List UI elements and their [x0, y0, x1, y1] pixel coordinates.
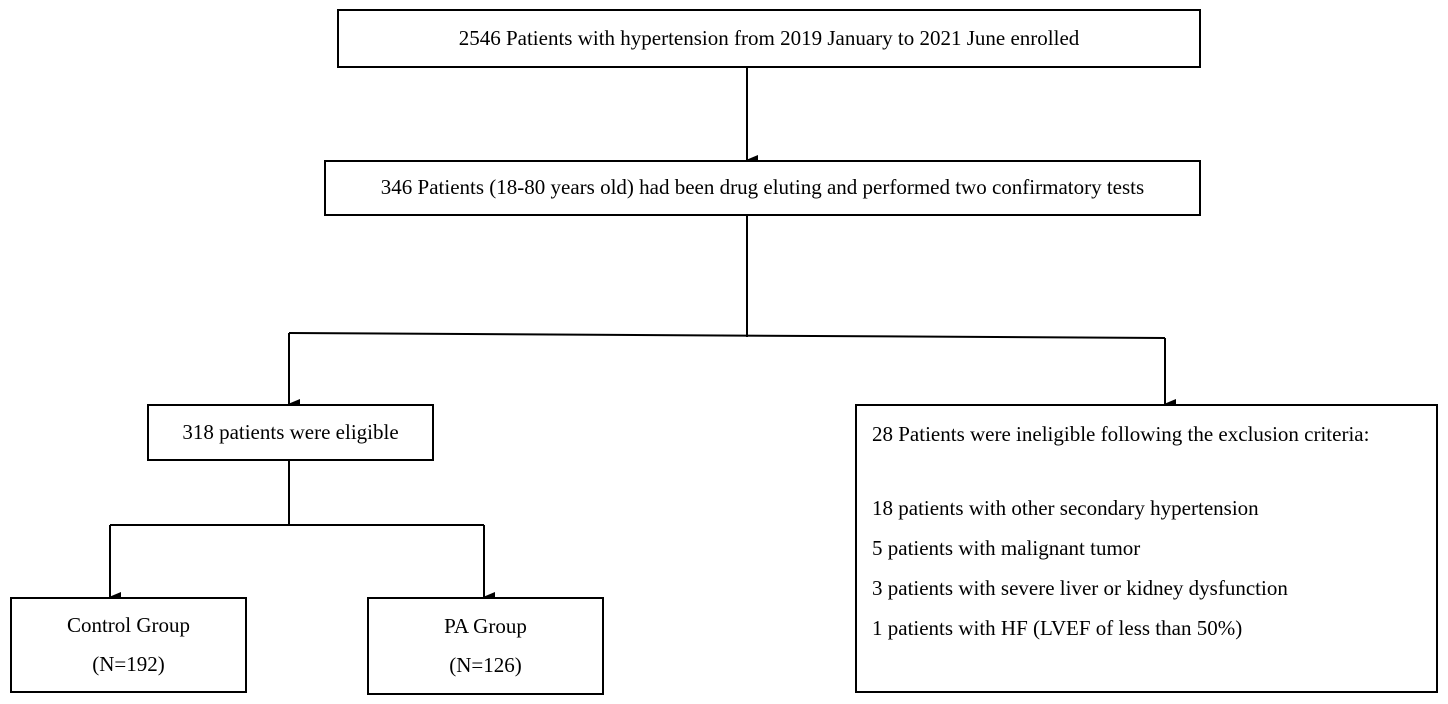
- connector-split-horizontal: [288, 332, 1166, 339]
- exclusion-item: 5 patients with malignant tumor: [872, 536, 1141, 560]
- ineligible-box: 28 Patients were ineligible following th…: [855, 404, 1438, 693]
- enrolled-box: 2546 Patients with hypertension from 201…: [337, 9, 1201, 68]
- control-group-box: Control Group (N=192): [10, 597, 247, 693]
- eligible-box: 318 patients were eligible: [147, 404, 434, 461]
- enrolled-text: 2546 Patients with hypertension from 201…: [458, 25, 1080, 50]
- tested-box: 346 Patients (18-80 years old) had been …: [324, 160, 1201, 216]
- exclusion-item: 18 patients with other secondary hyperte…: [872, 496, 1259, 520]
- exclusion-item: 3 patients with severe liver or kidney d…: [872, 576, 1288, 600]
- control-group-title: Control Group: [66, 612, 191, 637]
- exclusion-item: 1 patients with HF (LVEF of less than 50…: [872, 616, 1243, 640]
- pa-group-box: PA Group (N=126): [367, 597, 604, 695]
- pa-group-count: (N=126): [449, 653, 522, 677]
- control-group-count: (N=192): [92, 652, 165, 676]
- pa-group-title: PA Group: [444, 613, 527, 638]
- ineligible-heading: 28 Patients were ineligible following th…: [872, 422, 1370, 446]
- eligible-text: 318 patients were eligible: [182, 419, 399, 444]
- tested-text: 346 Patients (18-80 years old) had been …: [380, 175, 1145, 200]
